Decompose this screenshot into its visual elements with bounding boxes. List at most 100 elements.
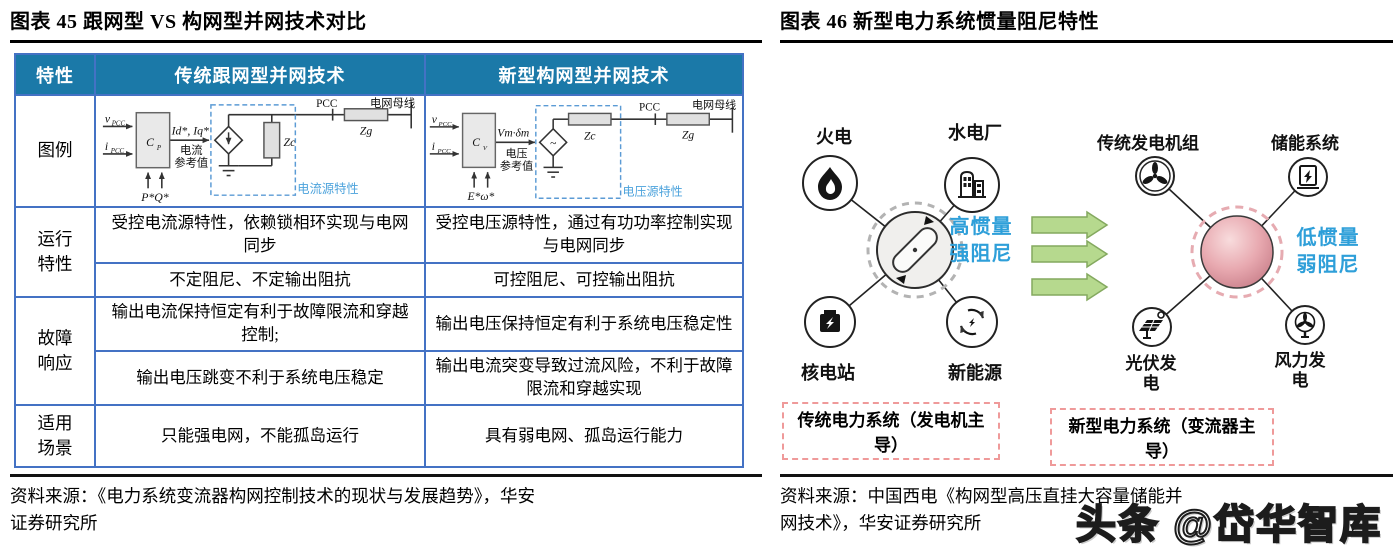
gfl-ref-cn1: 电流 [180, 143, 203, 157]
gfm-circuit-cell: ~ v PCC i PCC C V E*ω* Vm·δm 电压 参考值 Zc 电… [424, 94, 744, 208]
gfm-ipcc-label: i [432, 140, 435, 153]
high-inertia-label: 高惯量 [950, 214, 1013, 238]
gfl-vpcc-label: v [105, 113, 111, 126]
row-label-scenario: 适用 场景 [14, 404, 96, 468]
nuclear-label: 核电站 [801, 362, 855, 383]
gfl-pcc-label: PCC [316, 98, 337, 110]
fault-row-1: 故障 响应 输出电流保持恒定有利于故障限流和穿越控制; 输出电压保持恒定有利于系… [14, 296, 744, 406]
transition-arrows [1031, 210, 1109, 302]
transition-arrow [1031, 272, 1109, 302]
gfl-reference-signal: Id*, Iq* [171, 124, 209, 137]
storage-label: 储能系统 [1271, 133, 1339, 153]
gfl-setpoints-label: P*Q* [140, 191, 169, 204]
nuclear-plant-icon [804, 296, 856, 348]
operation-row-2: 不定阻尼、不定输出阻抗 可控阻尼、可控输出阻抗 [15, 262, 744, 298]
voltage-source-tilde: ~ [550, 137, 557, 150]
svg-text:PCC: PCC [111, 120, 126, 127]
cell-gfl-scenario: 只能强电网，不能孤岛运行 [94, 404, 426, 468]
cell-gfm-damping: 可控阻尼、可控输出阻抗 [424, 262, 744, 298]
gfl-zg-impedance [343, 108, 389, 122]
header-grid-following: 传统跟网型并网技术 [94, 53, 426, 96]
row-label-legend: 图例 [14, 94, 96, 208]
svg-text:PCC: PCC [437, 121, 452, 128]
gfm-wires [429, 107, 734, 188]
traditional-system-caption: 传统电力系统（发电机主导） [782, 402, 1000, 460]
svg-text:V: V [483, 145, 488, 152]
gfm-controller-box [461, 112, 497, 169]
source-note-right: 资料来源：中国西电《构网型高压直挂大容量储能并 网技术》，华安证券研究所 [780, 474, 1393, 537]
gfl-ref-cn2: 参考值 [174, 156, 208, 170]
low-inertia-label: 低惯量 [1296, 225, 1360, 249]
figure-45-panel: 图表 45 跟网型 VS 构网型并网技术对比 特性 传统跟网型并网技术 新型构网… [10, 4, 762, 548]
svg-text:P: P [156, 145, 162, 152]
wind-label-line1: 风力发 [1275, 350, 1327, 370]
wind-power-icon [1285, 305, 1325, 345]
gfm-setpoints-label: E*ω* [467, 190, 495, 203]
figure-45-title: 图表 45 跟网型 VS 构网型并网技术对比 [10, 4, 762, 43]
gfm-circuit-diagram: ~ v PCC i PCC C V E*ω* Vm·δm 电压 参考值 Zc 电… [429, 98, 736, 203]
gfl-zc-label: Zc [284, 136, 297, 149]
converter-ball-icon [1190, 205, 1284, 299]
gfm-zg-label: Zg [682, 128, 694, 141]
strong-damping-label: 强阻尼 [950, 242, 1013, 265]
gfl-bus-label: 电网母线 [370, 97, 415, 110]
gfl-wires [102, 102, 412, 189]
source-left-line2: 证券研究所 [10, 513, 98, 534]
gfm-zc-label: Zc [584, 129, 596, 142]
cell-gfm-scenario: 具有弱电网、孤岛运行能力 [424, 404, 744, 468]
solar-pv-icon [1132, 307, 1172, 347]
gfm-zc-impedance [567, 112, 612, 126]
gfl-zc-impedance [263, 121, 281, 159]
modern-system-caption: 新型电力系统（变流器主导） [1050, 408, 1274, 466]
gfm-ref-cn1: 电压 [505, 147, 527, 160]
cell-gfl-hold: 输出电流保持恒定有利于故障限流和穿越控制; [94, 296, 426, 352]
gfm-source-type-label: 电压源特性 [623, 183, 683, 198]
generator-label: 传统发电机组 [1096, 133, 1199, 153]
source-right-line1: 资料来源：中国西电《构网型高压直挂大容量储能并 [780, 486, 1183, 506]
gfm-pcc-label: PCC [639, 102, 660, 114]
gfl-controller-box [135, 111, 171, 169]
row-label-operation: 运行 特性 [14, 206, 96, 298]
wind-label-line2: 电 [1292, 370, 1309, 390]
gfm-controller-label: C [472, 136, 480, 149]
table-header-row: 特性 传统跟网型并网技术 新型构网型并网技术 [14, 53, 744, 96]
source-right-line2: 网技术》，华安证券研究所 [780, 513, 982, 534]
watermark: 头条 @岱华智库 [1075, 502, 1383, 548]
scenario-row: 适用 场景 只能强电网，不能孤岛运行 具有弱电网、孤岛运行能力 [14, 404, 744, 468]
thermal-power-icon [802, 155, 858, 211]
gfm-reference-signal: Vm·δm [497, 127, 529, 140]
gfm-zg-impedance [666, 112, 710, 126]
source-left-line1: 资料来源：《电力系统变流器构网控制技术的现状与发展趋势》，华安 [10, 486, 535, 506]
energy-storage-icon [1288, 157, 1328, 197]
thermal-label: 火电 [816, 126, 852, 147]
gfm-vpcc-label: v [432, 113, 438, 126]
weak-damping-label: 弱阻尼 [1297, 253, 1360, 276]
hydro-label: 水电厂 [948, 122, 1002, 143]
fault-row-2: 输出电压跳变不利于系统电压稳定 输出电流突变导致过流风险，不利于故障限流和穿越实… [15, 350, 744, 406]
gfl-circuit-cell: v PCC i PCC C P P*Q* Id*, Iq* 电流 参考值 Zc … [94, 94, 426, 208]
source-note-left: 资料来源：《电力系统变流器构网控制技术的现状与发展趋势》，华安 证券研究所 [10, 474, 762, 537]
row-label-fault: 故障 响应 [14, 296, 96, 406]
gfl-zg-label: Zg [360, 124, 373, 137]
pv-label-line1: 光伏发 [1125, 353, 1178, 373]
header-grid-forming: 新型构网型并网技术 [424, 53, 744, 96]
svg-text:PCC: PCC [110, 148, 125, 155]
gfm-ref-cn2: 参考值 [500, 158, 533, 172]
transition-arrow [1031, 210, 1109, 240]
figure-46-title: 图表 46 新型电力系统惯量阻尼特性 [780, 4, 1393, 43]
svg-text:PCC: PCC [437, 148, 452, 155]
gfl-controller-label: C [146, 136, 154, 149]
cell-gfm-sync: 受控电压源特性，通过有功功率控制实现与电网同步 [424, 206, 744, 264]
renewable-label: 新能源 [948, 362, 1002, 383]
figure-46-panel: 图表 46 新型电力系统惯量阻尼特性 [780, 4, 1393, 548]
gfl-circuit-diagram: v PCC i PCC C P P*Q* Id*, Iq* 电流 参考值 Zc … [102, 97, 415, 204]
cell-gfl-risk: 输出电压跳变不利于系统电压稳定 [94, 350, 426, 406]
gfl-ipcc-label: i [105, 140, 108, 153]
comparison-table: 特性 传统跟网型并网技术 新型构网型并网技术 图例 [14, 53, 744, 468]
header-feature: 特性 [14, 53, 96, 96]
cell-gfl-sync: 受控电流源特性，依赖锁相环实现与电网同步 [94, 206, 426, 264]
hydro-plant-icon [944, 157, 1000, 213]
voltage-source-symbol [538, 127, 568, 157]
power-system-diagram: 火电 水电厂 核电站 新能源 高惯量 强阻尼 [801, 122, 1360, 393]
transition-arrow [1031, 239, 1109, 269]
